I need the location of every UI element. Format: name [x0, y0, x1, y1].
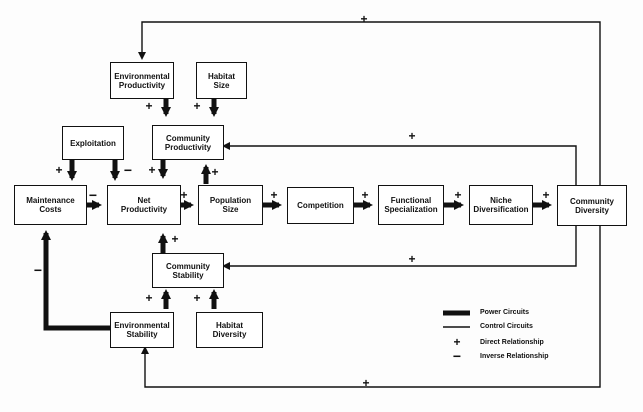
plus-sign: + — [193, 291, 201, 305]
niche-diversification-box: Niche Diversification — [469, 185, 533, 225]
plus-sign: + — [542, 188, 550, 202]
box-label: Competition — [297, 201, 344, 210]
control-diversity-to-envstab — [141, 226, 601, 388]
control-diversity-to-stab — [222, 226, 577, 270]
plus-sign: + — [193, 99, 201, 113]
box-label: Specialization — [384, 205, 438, 214]
functional-specialization-box: Functional Specialization — [378, 185, 444, 225]
box-label: Community — [166, 133, 210, 143]
plus-sign: + — [171, 232, 179, 246]
environmental-productivity-box: Environmental Productivity — [110, 62, 174, 99]
community-stability-box: Community Stability — [152, 253, 224, 288]
control-diversity-to-commprod — [222, 142, 577, 185]
box-label: Habitat — [207, 71, 236, 81]
box-label: Net — [137, 196, 151, 205]
box-label: Environmental — [114, 321, 170, 330]
box-label: Exploitation — [70, 138, 116, 148]
box-label: Habitat — [215, 321, 244, 330]
box-label: Population — [209, 196, 252, 205]
plus-sign: + — [180, 188, 188, 202]
legend-control-label: Control Circuits — [480, 323, 533, 330]
community-diversity-box: Community Diversity — [557, 185, 627, 226]
minus-sign: − — [88, 187, 98, 203]
legend-plus-sign: + — [453, 335, 461, 349]
box-label: Size — [222, 205, 239, 214]
community-productivity-box: Community Productivity — [152, 125, 224, 160]
box-label: Size — [213, 80, 230, 90]
plus-sign: + — [55, 163, 63, 177]
box-label: Maintenance — [26, 196, 75, 205]
maintenance-costs-box: Maintenance Costs — [14, 185, 87, 225]
plus-sign: + — [408, 129, 416, 143]
box-label: Community — [166, 261, 210, 271]
box-label: Niche — [490, 196, 512, 205]
box-label: Diversity — [575, 205, 609, 215]
legend-power-label: Power Circuits — [480, 309, 530, 316]
box-label: Productivity — [118, 80, 166, 90]
net-productivity-box: Net Productivity — [107, 185, 181, 225]
box-label: Productivity — [120, 205, 168, 214]
box-label: Community — [570, 196, 614, 206]
exploitation-box: Exploitation — [62, 126, 124, 160]
plus-sign: + — [360, 12, 368, 26]
plus-sign: + — [362, 376, 370, 390]
plus-sign: + — [361, 188, 369, 202]
minus-sign: − — [33, 262, 43, 278]
plus-sign: + — [211, 165, 219, 179]
population-size-box: Population Size — [198, 185, 263, 225]
habitat-diversity-box: Habitat Diversity — [196, 312, 263, 348]
legend-direct-label: Direct Relationship — [480, 339, 544, 346]
plus-sign: + — [145, 99, 153, 113]
box-label: Functional — [390, 196, 432, 205]
legend-inverse-label: Inverse Relationship — [480, 353, 549, 360]
box-label: Diversity — [212, 330, 247, 339]
environmental-stability-box: Environmental Stability — [110, 312, 174, 348]
plus-sign: + — [454, 188, 462, 202]
box-label: Costs — [39, 205, 62, 214]
minus-sign: − — [123, 162, 133, 178]
box-label: Productivity — [164, 142, 212, 152]
control-diversity-to-envprod — [138, 21, 601, 185]
box-label: Stability — [172, 270, 204, 280]
habitat-size-box: Habitat Size — [196, 62, 247, 99]
power-envstab-to-maint — [41, 230, 110, 331]
competition-box: Competition — [287, 187, 354, 224]
plus-sign: + — [408, 252, 416, 266]
box-label: Stability — [126, 330, 158, 339]
plus-sign: + — [148, 163, 156, 177]
legend-minus-sign: − — [452, 348, 462, 364]
plus-sign: + — [145, 291, 153, 305]
box-label: Diversification — [473, 205, 529, 214]
box-label: Environmental — [114, 71, 170, 81]
plus-sign: + — [270, 188, 278, 202]
